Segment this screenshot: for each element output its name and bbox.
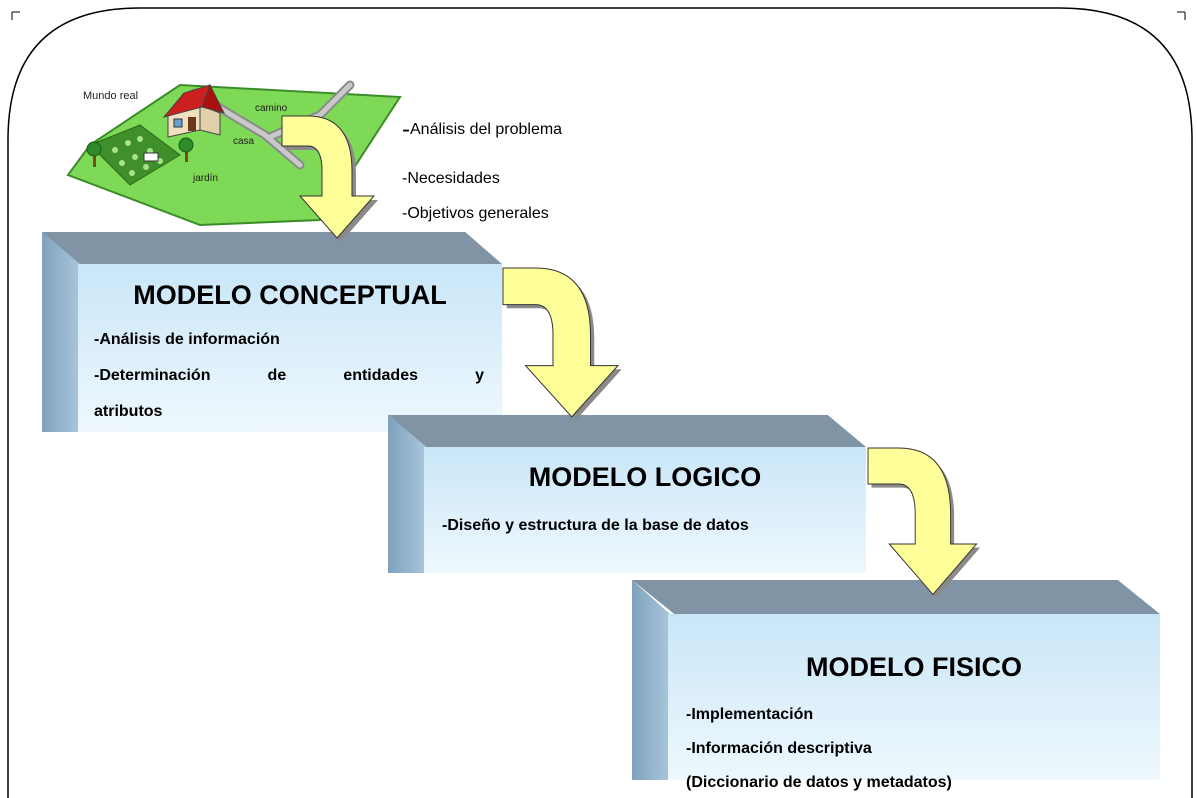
fisico-bullet-1: -Implementación [686, 706, 814, 723]
block-fisico-front-face: MODELO FISICO -Implementación -Informaci… [668, 614, 1160, 791]
block-logico-side-face [388, 415, 426, 573]
scene-label-camino: camino [255, 103, 288, 114]
requirement-item-1: -Análisis del problema [402, 116, 563, 143]
block-logico-front-face: MODELO LOGICO -Diseño y estructura de la… [424, 447, 866, 573]
logico-bullet-1: -Diseño y estructura de la base de datos [442, 517, 749, 534]
block-fisico-side-face [632, 580, 670, 780]
scene-label-casa: casa [233, 136, 255, 147]
title-modelo-logico: MODELO LOGICO [528, 462, 762, 492]
block-fisico-top-face [632, 580, 1160, 614]
block-logico-top-face [388, 415, 866, 447]
arrow-to-logico [502, 267, 622, 421]
requirement-item-3: -Objetivos generales [402, 205, 549, 222]
requirement-item-2: -Necesidades [402, 170, 500, 187]
arrow-to-conceptual [281, 115, 378, 242]
fisico-bullet-2: -Información descriptiva [686, 740, 872, 757]
scene-label-mundo-real: Mundo real [83, 90, 139, 102]
block-conceptual-top-face [42, 232, 502, 264]
scene-label-jardin: jardín [193, 173, 219, 184]
block-conceptual-side-face [42, 232, 80, 432]
title-modelo-fisico: MODELO FISICO [806, 652, 1022, 682]
title-modelo-conceptual: MODELO CONCEPTUAL [133, 280, 447, 310]
fisico-bullet-3: (Diccionario de datos y metadatos) [686, 774, 952, 791]
conceptual-bullet-2-continued: atributos [94, 403, 163, 420]
arrow-to-fisico [867, 447, 981, 598]
conceptual-bullet-1: -Análisis de información [94, 331, 280, 348]
block-conceptual-front-face: MODELO CONCEPTUAL -Análisis de informaci… [78, 264, 502, 432]
conceptual-bullet-2: -Determinación de entidades y [94, 367, 484, 384]
